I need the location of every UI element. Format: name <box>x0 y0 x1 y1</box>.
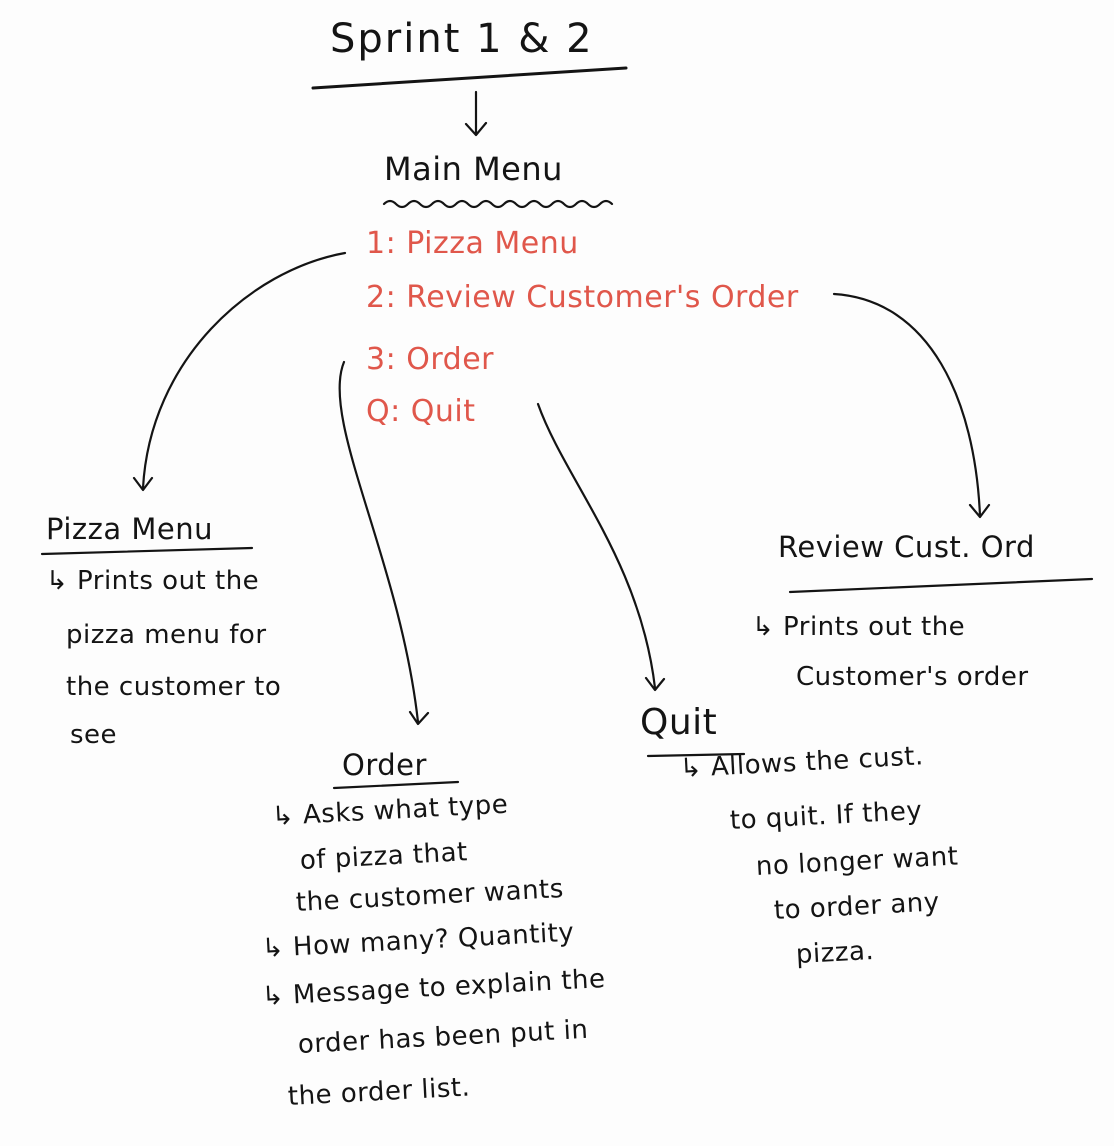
main-menu-option-order: 3: Order <box>366 342 494 377</box>
pizza-menu-line: see <box>70 720 118 750</box>
review-line: Customer's order <box>796 662 1029 692</box>
arrow-title-to-main-menu <box>464 90 488 137</box>
main-menu-option-quit: Q: Quit <box>366 394 476 429</box>
quit-line: pizza. <box>795 935 875 970</box>
main-menu-heading: Main Menu <box>384 150 563 188</box>
pizza-menu-underline <box>40 546 254 556</box>
arrow-to-review <box>832 292 991 519</box>
quit-heading: Quit <box>640 702 718 743</box>
quit-underline <box>646 752 746 758</box>
pizza-menu-line: the customer to <box>66 672 282 702</box>
review-line: ↳ Prints out the <box>752 612 966 642</box>
arrow-to-pizza-menu <box>132 251 347 492</box>
review-heading: Review Cust. Ord <box>778 530 1035 564</box>
pizza-menu-line: ↳ Prints out the <box>46 566 260 596</box>
diagram-title: Sprint 1 & 2 <box>330 16 594 62</box>
main-menu-option-pizza-menu: 1: Pizza Menu <box>366 226 579 261</box>
arrow-to-quit <box>536 402 666 692</box>
review-underline <box>788 577 1094 594</box>
order-underline <box>332 780 460 790</box>
pizza-menu-line: pizza menu for <box>66 620 267 650</box>
main-menu-option-review-order: 2: Review Customer's Order <box>366 280 799 315</box>
main-menu-wavy-underline <box>382 199 614 209</box>
title-underline <box>311 66 628 90</box>
order-heading: Order <box>342 748 427 782</box>
arrow-to-order <box>338 360 430 726</box>
pizza-menu-heading: Pizza Menu <box>46 512 213 546</box>
